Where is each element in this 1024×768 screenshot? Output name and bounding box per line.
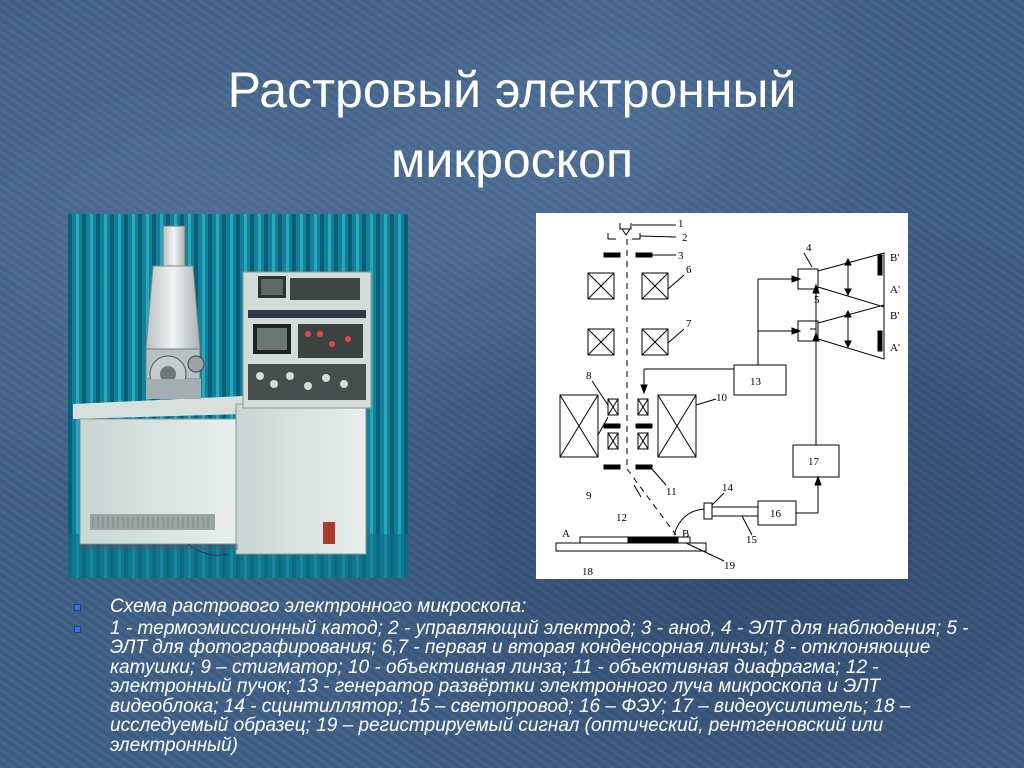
diagram-label-a: A [562,528,570,540]
diagram-label-a-prime-1: A' [890,284,900,296]
diagram-label-6: 6 [686,264,692,276]
diagram-label-a-prime-2: A' [890,342,900,354]
caption-list: Схема растрового электронного микроскопа… [70,597,970,757]
diagram-label-14: 14 [722,482,734,494]
diagram-label-9: 9 [586,490,592,502]
microscope-schematic: 1 2 3 6 7 8 9 10 11 12 13 14 15 16 17 18… [536,213,908,579]
microscope-photo [68,214,408,578]
diagram-label-16: 16 [770,508,782,520]
diagram-label-11: 11 [666,486,677,498]
diagram-label-4: 4 [806,242,812,254]
diagram-label-2: 2 [682,232,688,244]
diagram-label-13: 13 [750,376,762,388]
bullet-square-icon [74,604,81,611]
diagram-label-b-prime-2: B' [890,310,899,322]
diagram-label-12: 12 [616,512,627,524]
caption-heading: Схема растрового электронного микроскопа… [110,596,527,617]
diagram-label-5: 5 [814,294,820,306]
caption-item: 1 - термоэмиссионный катод; 2 - управляю… [70,617,970,756]
diagram-label-10: 10 [716,392,728,404]
diagram-label-8: 8 [586,370,592,382]
caption-legend: 1 - термоэмиссионный катод; 2 - управляю… [110,617,969,756]
diagram-label-1: 1 [678,218,684,230]
diagram-label-b: B [682,528,689,540]
diagram-label-15: 15 [746,534,758,546]
diagram-label-19: 19 [724,560,736,572]
diagram-label-3: 3 [678,250,684,262]
bullet-square-icon [74,625,81,633]
slide-title: Растровый электронный микроскоп [227,62,797,188]
diagram-label-b-prime-1: B' [890,252,899,264]
diagram-label-7: 7 [686,318,692,330]
diagram-label-18: 18 [582,566,594,578]
diagram-label-17: 17 [808,456,820,468]
caption-item: Схема растрового электронного микроскопа… [70,597,970,617]
